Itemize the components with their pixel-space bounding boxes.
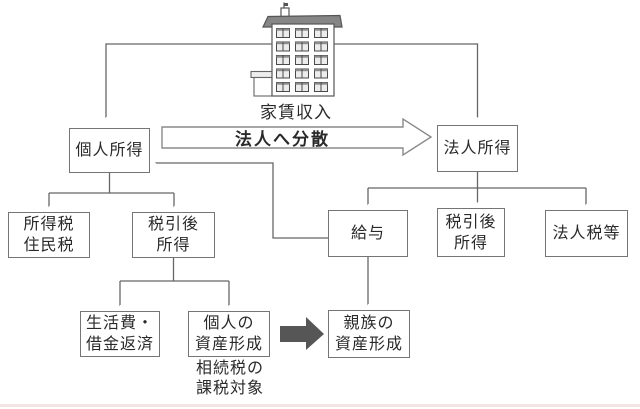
building-icon	[250, 2, 343, 97]
building-label: 家賃収入	[260, 103, 332, 122]
node-corporate-income: 法人所得	[437, 125, 518, 172]
node-after-tax-income-right: 税引後 所得	[437, 208, 505, 257]
connector-salary-to-personal-income	[156, 163, 328, 239]
node-personal-asset-formation: 個人の 資産形成	[188, 311, 270, 357]
solid-transfer-arrow	[280, 317, 324, 350]
building-flag	[284, 3, 288, 6]
node-corporate-tax: 法人税等	[545, 210, 628, 257]
inheritance-tax-caption: 相続税の 課税対象	[196, 360, 265, 397]
node-personal-income: 個人所得	[69, 128, 150, 173]
node-family-asset-formation: 親族の 資産形成	[328, 310, 410, 358]
node-after-tax-income-left: 税引後 所得	[132, 212, 215, 258]
flow-arrow-to-corporation	[161, 117, 433, 157]
connector-building-to-personal-income	[106, 43, 272, 117]
flow-arrow-label: 法人へ分散	[235, 129, 330, 149]
node-income-resident-tax: 所得税 住民税	[8, 212, 90, 258]
building-entrance	[253, 76, 273, 97]
node-salary: 給与	[328, 210, 408, 257]
connector-group	[49, 43, 587, 305]
page-edge-shadow	[0, 404, 640, 407]
building-entrance-roof	[250, 70, 276, 79]
building-windows	[276, 28, 328, 92]
node-living-expense-debt: 生活費・ 借金返済	[80, 311, 160, 357]
connector-building-to-corporate-income	[334, 43, 479, 117]
